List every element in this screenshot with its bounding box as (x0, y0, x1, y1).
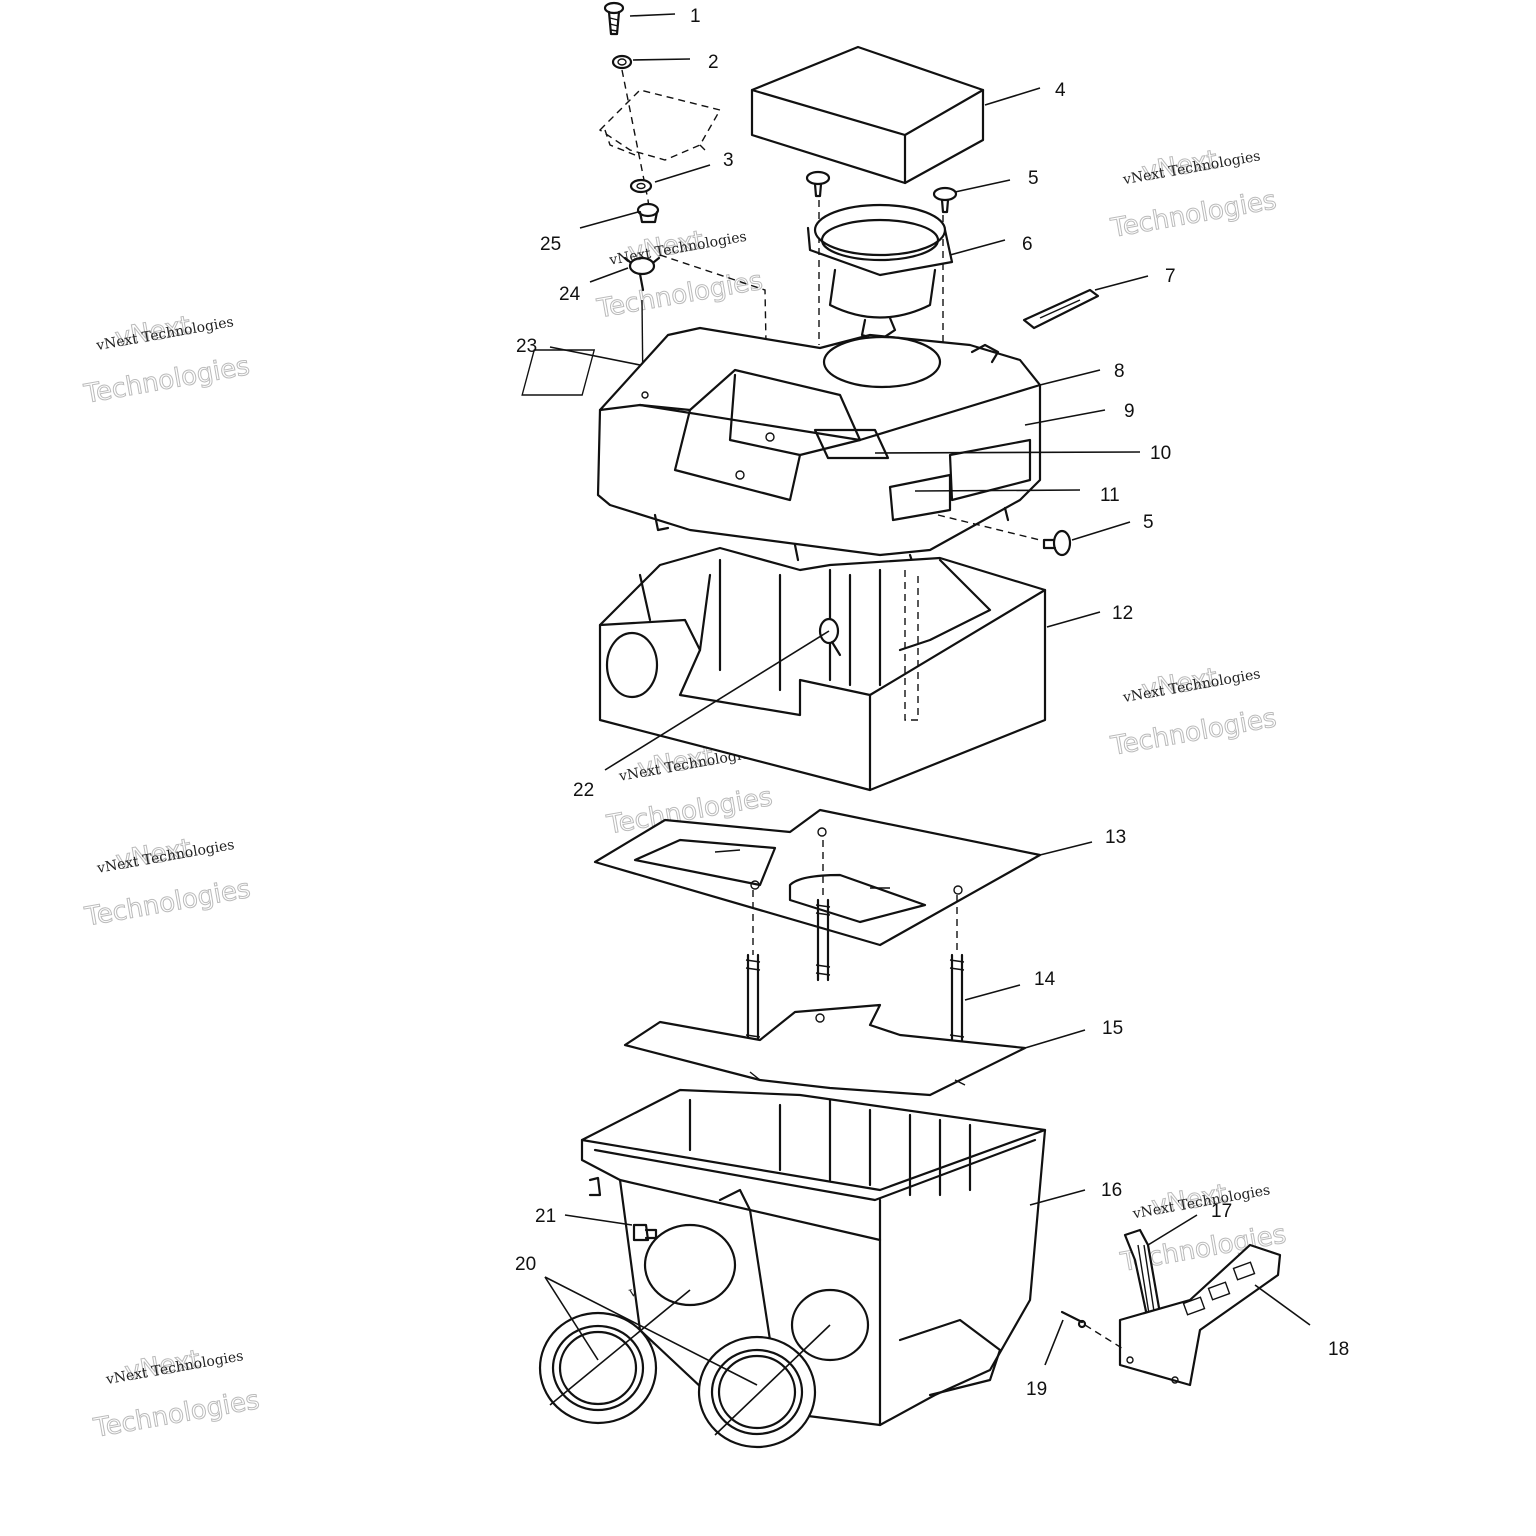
part-2-washer (611, 54, 633, 70)
callout-3: 3 (723, 150, 734, 171)
callout-5-top: 5 (1028, 168, 1039, 189)
part-4-filter-element (750, 45, 985, 185)
watermark-1: vNext vNext Technologies Technologies (81, 310, 253, 410)
callout-15: 15 (1102, 1018, 1123, 1039)
svg-text:Technologies: Technologies (81, 351, 252, 410)
callout-16: 16 (1101, 1180, 1122, 1201)
watermark-2: vNext vNext Technologies Technologies (594, 225, 766, 325)
part-20-ring-left (538, 1311, 658, 1425)
part-6-intake-boot (806, 203, 954, 342)
callout-25: 25 (540, 234, 561, 255)
part-14-stud-middle (815, 898, 831, 982)
watermark-3: vNext vNext Technologies Technologies (1108, 144, 1280, 244)
callout-13: 13 (1105, 827, 1126, 848)
callout-labels: 1 2 3 4 5 6 7 8 9 10 11 5 12 13 14 15 16… (515, 6, 1349, 1400)
pin-guide-19 (1084, 1324, 1126, 1351)
pin-guide-side (937, 514, 1041, 541)
callout-24: 24 (559, 284, 581, 305)
part-14-stud-left (745, 953, 761, 1052)
part-8-airbox-cover (521, 326, 1042, 572)
part-1-screw (603, 1, 625, 36)
callout-4: 4 (1055, 80, 1066, 101)
part-7-clip (1022, 288, 1100, 330)
watermark-6: vNext vNext Technologies Technologies (1107, 662, 1279, 762)
part-5-push-pin-right (932, 186, 958, 214)
callout-6: 6 (1022, 234, 1033, 255)
leader-lines (544, 13, 1311, 1386)
callout-12: 12 (1112, 603, 1133, 624)
phantom-bracket (598, 69, 722, 216)
svg-text:Technologies: Technologies (1108, 703, 1279, 762)
part-14-stud-right (949, 953, 965, 1052)
callout-1: 1 (690, 6, 701, 27)
part-16-airbox-lower (580, 1088, 1047, 1427)
callout-19: 19 (1026, 1379, 1047, 1400)
part-5-push-pin-side (1042, 529, 1072, 557)
callout-21: 21 (535, 1206, 556, 1227)
part-19-pin (1060, 1310, 1087, 1329)
svg-text:Technologies: Technologies (91, 1385, 262, 1444)
callout-22: 22 (573, 780, 594, 801)
watermark-7: vNext vNext Technologies Technologies (90, 1344, 262, 1444)
svg-text:Technologies: Technologies (1108, 185, 1279, 244)
part-18-bracket (1118, 1243, 1282, 1387)
callout-17: 17 (1211, 1201, 1232, 1222)
callout-20: 20 (515, 1254, 536, 1275)
svg-text:Technologies: Technologies (594, 266, 765, 325)
callout-2: 2 (708, 52, 719, 73)
callout-7: 7 (1165, 266, 1176, 287)
callout-23: 23 (516, 336, 537, 357)
callout-11: 11 (1100, 485, 1120, 506)
callout-5-side: 5 (1143, 512, 1154, 533)
part-13-gasket-plate (593, 808, 1042, 947)
ring-guide-1 (549, 1289, 691, 1406)
callout-8: 8 (1114, 361, 1125, 382)
part-20-ring-right (697, 1335, 817, 1449)
watermark-4: vNext vNext Technologies Technologies (82, 833, 254, 933)
callout-9: 9 (1124, 401, 1135, 422)
part-12-airbox-middle (598, 546, 1047, 792)
part-5-push-pin-left (805, 170, 831, 198)
part-21-fitting (632, 1223, 658, 1242)
part-25-grommet (636, 202, 660, 224)
part-15-lower-plate (623, 1003, 1027, 1097)
callout-10: 10 (1150, 443, 1171, 464)
svg-text:Technologies: Technologies (82, 874, 253, 933)
callout-14: 14 (1034, 969, 1056, 990)
ring-guide-2 (714, 1324, 831, 1436)
part-24-clamp (623, 256, 661, 292)
part-3-washer (629, 178, 653, 194)
callout-18: 18 (1328, 1339, 1349, 1360)
